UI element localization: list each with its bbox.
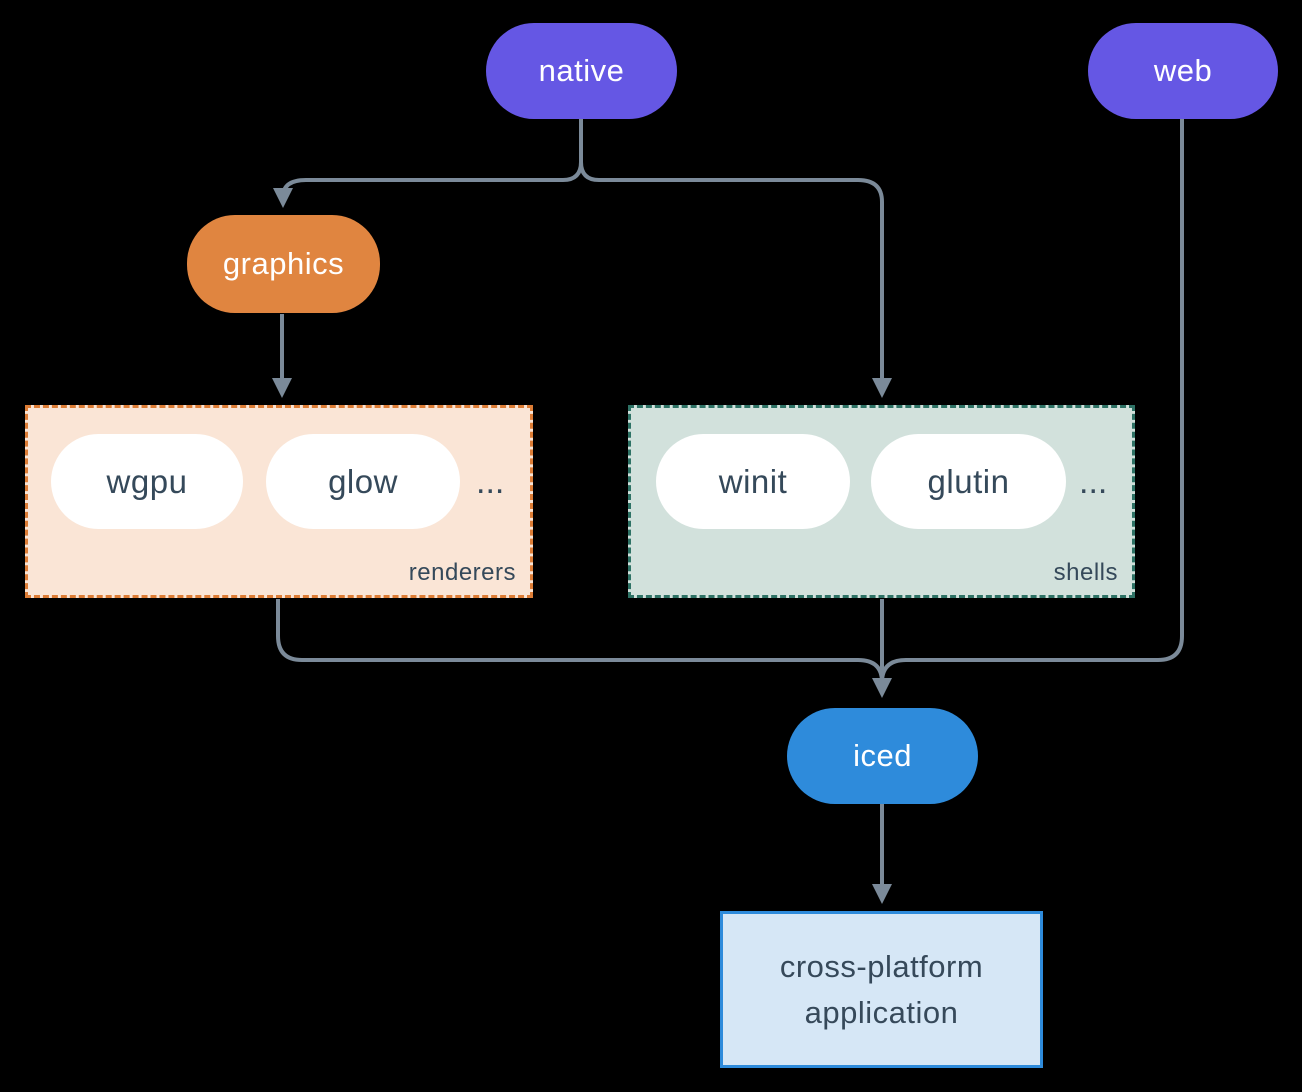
renderers-ellipsis: ...	[476, 463, 505, 501]
app-label-line2: application	[804, 994, 959, 1030]
node-web-label: web	[1153, 53, 1213, 88]
node-iced: iced	[787, 708, 978, 804]
shells-group-label: shells	[1053, 559, 1118, 586]
group-renderers: wgpu glow ... renderers	[25, 405, 533, 598]
node-web: web	[1088, 23, 1278, 119]
edge-renderers-iced	[276, 599, 884, 683]
node-glow: glow	[266, 434, 460, 529]
edge-native-shells	[579, 119, 892, 398]
edge-native-graphics	[273, 119, 583, 208]
node-glutin-label: glutin	[927, 462, 1010, 500]
node-native-label: native	[538, 53, 625, 88]
node-graphics-label: graphics	[222, 246, 345, 281]
node-wgpu: wgpu	[51, 434, 243, 529]
node-iced-label: iced	[853, 738, 912, 773]
node-wgpu-label: wgpu	[106, 462, 188, 500]
group-shells: winit glutin ... shells	[628, 405, 1135, 598]
node-graphics: graphics	[187, 215, 380, 313]
node-glow-label: glow	[328, 462, 398, 500]
node-cross-platform-application: cross-platform application	[720, 911, 1043, 1068]
app-label-line1: cross-platform	[779, 948, 984, 984]
renderers-group-label: renderers	[408, 559, 516, 586]
node-glutin: glutin	[871, 434, 1066, 529]
node-native: native	[486, 23, 677, 119]
shells-ellipsis: ...	[1079, 463, 1108, 501]
node-winit: winit	[656, 434, 850, 529]
node-winit-label: winit	[718, 462, 788, 500]
